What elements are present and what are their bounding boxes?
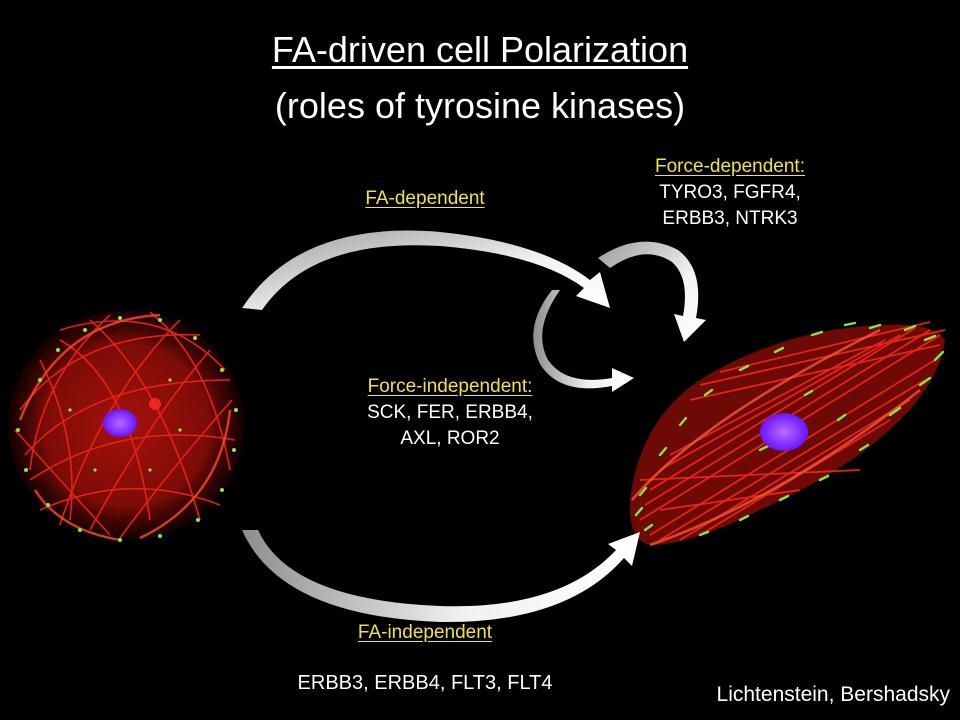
force-independent-kinases-line1: SCK, FER, ERBB4,	[367, 402, 533, 423]
force-dependent-kinases-line1: TYRO3, FGFR4,	[659, 182, 801, 203]
fa-independent-heading: FA-independent	[357, 622, 493, 643]
round-cell-image	[8, 310, 244, 542]
fa-independent-label: FA-independent	[320, 620, 530, 646]
force-independent-kinases-line2: AXL, ROR2	[400, 428, 500, 449]
polarized-cell-nucleus	[760, 413, 808, 451]
fa-dependent-arrow	[242, 230, 610, 310]
force-independent-arrow	[533, 290, 634, 392]
fa-independent-arrow	[242, 530, 640, 623]
force-dependent-heading: Force-dependent:	[655, 156, 805, 177]
force-independent-label: Force-independent: SCK, FER, ERBB4, AXL,…	[325, 374, 575, 452]
force-dependent-kinases-line2: ERBB3, NTRK3	[662, 208, 798, 229]
slide-title: FA-driven cell Polarization	[271, 29, 689, 70]
force-dependent-arrow	[598, 241, 706, 342]
credit-text: Lichtenstein, Bershadsky	[716, 683, 950, 706]
force-dependent-label: Force-dependent: TYRO3, FGFR4, ERBB3, NT…	[620, 154, 840, 232]
fa-dependent-heading: FA-dependent	[365, 188, 485, 209]
force-independent-heading: Force-independent:	[367, 376, 533, 397]
slide-subtitle: (roles of tyrosine kinases)	[274, 85, 686, 126]
fa-dependent-label: FA-dependent	[320, 186, 530, 212]
polarized-cell-image	[629, 321, 946, 547]
round-cell-nucleus	[103, 409, 137, 437]
fa-independent-kinases: ERBB3, ERBB4, FLT3, FLT4	[297, 672, 553, 694]
